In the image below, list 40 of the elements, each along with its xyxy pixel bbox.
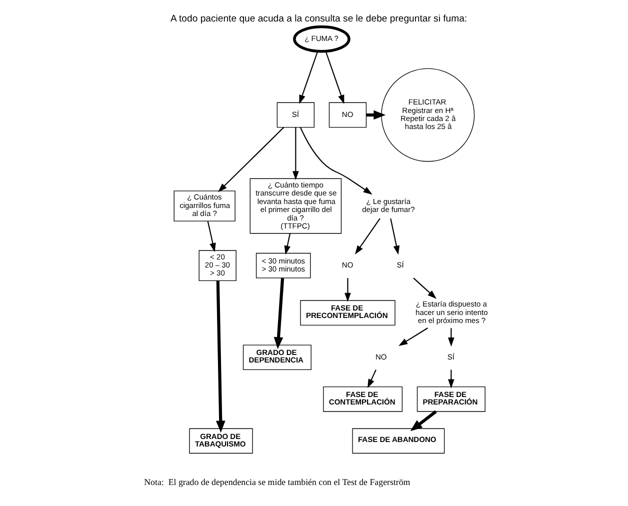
node-box: FASE DE ABANDONO xyxy=(352,428,445,454)
caption: Nota: El grado de dependencia se mide también con el Test de Fagerström xyxy=(144,477,410,488)
node-box: NO xyxy=(328,102,367,128)
arrow xyxy=(410,410,437,432)
arrow xyxy=(448,370,454,388)
node-box: < 20 20 – 30 > 30 xyxy=(198,250,236,281)
node-ellipse: ¿ FUMA ? xyxy=(293,25,350,53)
arrow xyxy=(299,51,318,104)
arrow xyxy=(284,233,291,255)
arrow xyxy=(207,220,216,252)
arrow xyxy=(292,127,299,180)
arrow xyxy=(344,278,351,302)
arrow xyxy=(448,328,454,347)
node-circle: FELICITAR Registrar en Hª Repetir cada 2 â hasta los 25 â xyxy=(381,68,475,162)
node-text: NO xyxy=(342,260,354,270)
node-box: < 30 minutos > 30 minutos xyxy=(256,252,311,278)
arrow xyxy=(274,278,284,350)
arrow xyxy=(218,127,284,192)
node-text: SÍ xyxy=(396,260,404,270)
arrow xyxy=(398,328,428,346)
node-box: SÍ xyxy=(276,102,315,128)
arrow xyxy=(354,218,380,254)
arrow xyxy=(368,370,376,388)
node-text: SÍ xyxy=(447,352,455,362)
node-text: ¿ Estaría dispuesto a hacer un serio intento en el próximo mes ? xyxy=(416,300,488,325)
node-text: ¿ Le gustaría dejar de fumar? xyxy=(362,196,415,214)
node-box: FASE DE PRECONTEMPLACIÓN xyxy=(300,300,396,326)
arrow xyxy=(216,280,226,433)
node-box: FASE DE PREPARACIÓN xyxy=(416,386,486,412)
node-box: GRADO DE TABAQUISMO xyxy=(189,428,253,454)
node-text: NO xyxy=(375,352,387,362)
arrow xyxy=(390,218,400,255)
node-box: ¿ Cuánto tiempo transcurre desde que se levanta hasta que fuma el primer cigarrillo del día ? (TTFPC) xyxy=(250,178,342,234)
arrow xyxy=(325,51,344,104)
arrow xyxy=(300,127,372,195)
diagram-title: A todo paciente que acuda a la consulta se le debe preguntar si fuma: xyxy=(170,13,468,24)
node-box: FASE DE CONTEMPLACIÓN xyxy=(323,386,403,412)
node-box: ¿ Cuántos cigarrillos fuma al día ? xyxy=(174,190,236,222)
arrow xyxy=(413,278,436,299)
node-box: GRADO DE DEPENDENCIA xyxy=(242,344,312,370)
